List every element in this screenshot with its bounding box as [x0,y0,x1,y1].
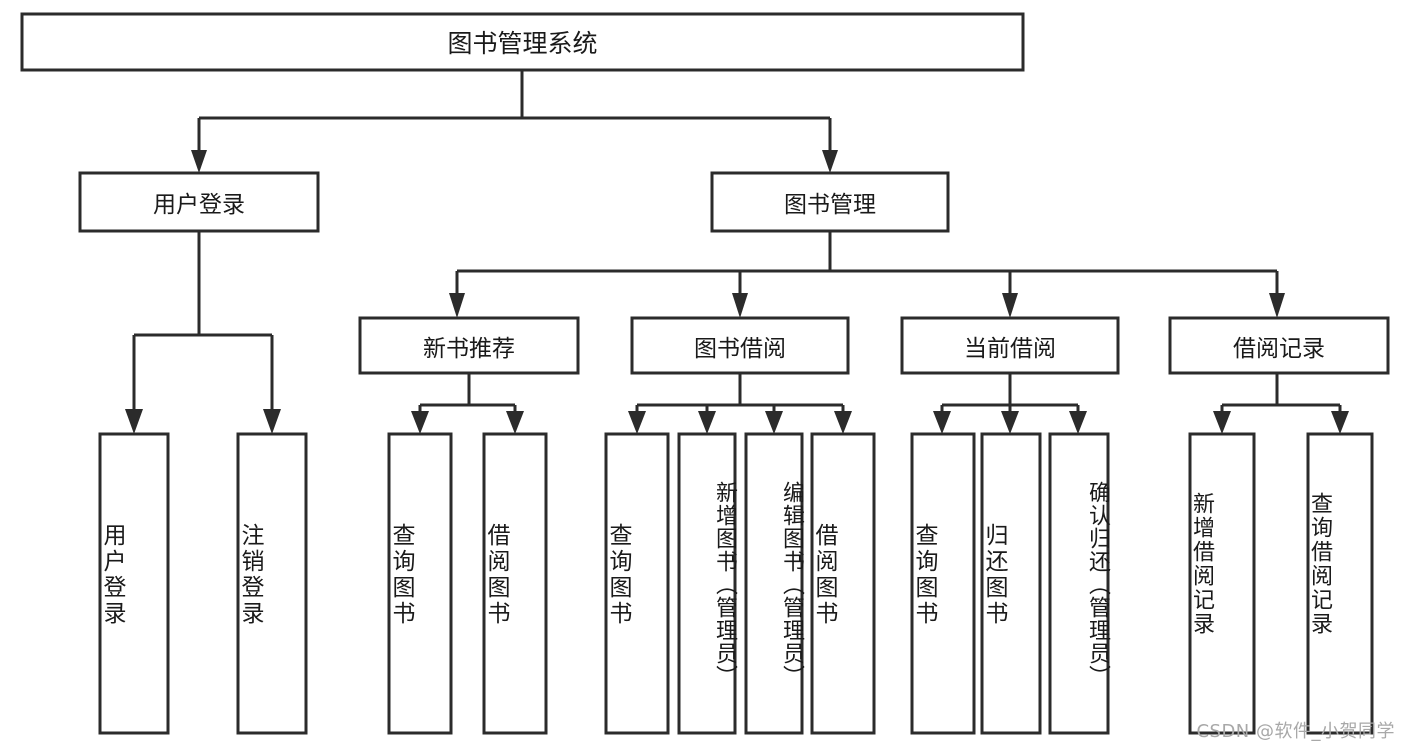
arrowhead-to-current-borrow [1002,293,1018,318]
arrowhead-to-user-login [191,150,207,173]
arrowhead-bookborrow-borrow-book [834,411,852,434]
arrowhead-to-logout-leaf [263,409,281,434]
leaf-box-borrowrecord-query-record[interactable] [1306,432,1374,735]
arrowhead-to-user-login-leaf [125,409,143,434]
arrowhead-currentborrow-query-book [933,411,951,434]
node-box-current-borrow[interactable] [900,316,1120,375]
leaf-box-borrowrecord-add-record[interactable] [1188,432,1256,735]
arrowhead-borrowrecord-add-record [1213,411,1231,434]
leaf-box-currentborrow-query-book[interactable] [910,432,976,735]
leaf-box-logout-login[interactable] [236,432,308,735]
node-box-borrow-record[interactable] [1168,316,1390,375]
leaf-box-currentborrow-return-book[interactable] [980,432,1042,735]
connector-group-new-book-recommend [411,373,524,434]
arrowhead-to-book-borrow [732,293,748,318]
arrowhead-currentborrow-return-book [1001,411,1019,434]
node-box-book-borrow[interactable] [630,316,850,375]
node-box-new-book-recommend[interactable] [358,316,580,375]
leaf-box-currentborrow-confirm-return[interactable] [1048,432,1110,735]
leaf-box-bookborrow-query-book[interactable] [604,432,670,735]
connector-group-current-borrow [933,373,1087,434]
arrowhead-bookborrow-query-book [628,411,646,434]
connector-group-borrow-record [1213,373,1349,434]
leaf-box-user-login[interactable] [98,432,170,735]
node-box-root[interactable] [20,12,1025,72]
leaf-box-newbook-query-book[interactable] [387,432,453,735]
leaf-box-bookborrow-add-book[interactable] [677,432,737,735]
arrowhead-bookborrow-add-book [698,411,716,434]
leaf-box-bookborrow-edit-book[interactable] [744,432,804,735]
arrowhead-newbook-borrow-book [506,411,524,434]
arrowhead-to-book-management [822,150,838,173]
arrowhead-bookborrow-edit-book [765,411,783,434]
csdn-watermark: CSDN @软件_小贺同学 [1196,721,1395,742]
connector-group-root [191,70,838,173]
arrowhead-currentborrow-confirm-return [1069,411,1087,434]
connector-group-book-management [449,231,1285,318]
arrowhead-borrowrecord-query-record [1331,411,1349,434]
node-box-user-login[interactable] [78,171,320,233]
arrowhead-newbook-query-book [411,411,429,434]
node-box-book-management[interactable] [710,171,950,233]
arrowhead-to-new-book-recommend [449,293,465,318]
leaf-box-newbook-borrow-book[interactable] [482,432,548,735]
arrowhead-to-borrow-record [1269,293,1285,318]
connector-group-book-borrow [628,373,852,434]
connector-group-user-login [125,231,281,434]
leaf-box-bookborrow-borrow-book[interactable] [810,432,876,735]
